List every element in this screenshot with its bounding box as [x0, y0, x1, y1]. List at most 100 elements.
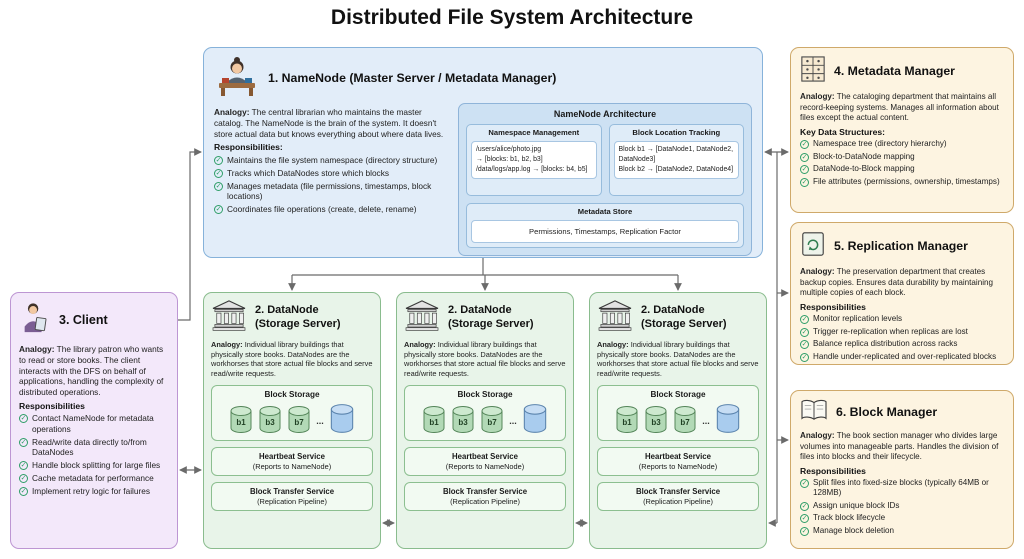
key-structure-item: ✓DataNode-to-Block mapping	[800, 164, 915, 175]
responsibility-item: ✓Maintains the file system namespace (di…	[214, 154, 438, 165]
datanode-title: 2. DataNode (Storage Server)	[255, 304, 341, 330]
block-cylinder-row: b1 b3 b7 ...	[601, 401, 755, 436]
responsibility-item: ✓Balance replica distribution across rac…	[800, 339, 958, 350]
check-icon: ✓	[800, 514, 809, 524]
block-transfer-panel: Block Transfer Service (Replication Pipe…	[597, 481, 759, 511]
responsibility-item: ✓Trigger re-replication when replicas ar…	[800, 326, 968, 337]
block-cylinder-row: b1 b3 b7 ...	[408, 401, 562, 436]
svg-text:b7: b7	[295, 418, 305, 427]
page-title: Distributed File System Architecture	[330, 6, 694, 29]
key-structure-item: ✓File attributes (permissions, ownership…	[800, 176, 1000, 187]
datanode-analogy: Analogy: Individual library buildings th…	[597, 340, 759, 378]
responsibility-item: ✓Tracks which DataNodes store which bloc…	[214, 167, 390, 178]
block-cylinder-blue	[330, 403, 353, 433]
block-manager-box: 6. Block Manager Analogy: The book secti…	[790, 390, 1014, 549]
block-storage-panel: Block Storage b1 b3 b7 ...	[211, 384, 373, 441]
check-icon: ✓	[19, 437, 28, 447]
metadata-manager-list: ✓Namespace tree (directory hierarchy) ✓B…	[800, 139, 1004, 187]
metadata-manager-list-label: Key Data Structures:	[800, 126, 886, 137]
namespace-management-panel: Namespace Management /users/alice/photo.…	[466, 124, 602, 196]
check-icon: ✓	[800, 526, 809, 536]
block-cylinder: b7	[674, 405, 696, 433]
check-icon: ✓	[214, 204, 223, 214]
client-analogy: Analogy: The library patron who wants to…	[19, 344, 164, 398]
open-book-icon	[800, 398, 828, 427]
block-cylinder: b7	[288, 405, 310, 433]
check-icon: ✓	[800, 479, 809, 489]
block-cylinder: b3	[259, 405, 281, 433]
responsibility-item: ✓Handle block splitting for large files	[19, 459, 161, 470]
check-icon: ✓	[19, 473, 28, 483]
namenode-responsibilities-label: Responsibilities:	[214, 142, 283, 153]
replication-manager-list: ✓Monitor replication levels ✓Trigger re-…	[800, 314, 1004, 362]
client-title: 3. Client	[59, 313, 108, 328]
svg-text:b3: b3	[459, 418, 469, 427]
client-responsibilities-list: ✓Contact NameNode for metadata operation…	[19, 413, 169, 496]
replication-manager-title: 5. Replication Manager	[834, 239, 968, 254]
responsibility-item: ✓Track block lifecycle	[800, 513, 886, 524]
check-icon: ✓	[19, 486, 28, 496]
client-box: 3. Client Analogy: The library patron wh…	[10, 292, 178, 549]
block-cylinder-blue	[716, 403, 739, 433]
responsibility-item: ✓Contact NameNode for metadata operation…	[19, 413, 154, 434]
datanode-box-2: 2. DataNode (Storage Server) Analogy: In…	[396, 292, 574, 549]
responsibility-item: ✓Manage block deletion	[800, 525, 894, 536]
namenode-title: 1. NameNode (Master Server / Metadata Ma…	[268, 71, 557, 86]
ellipsis-label: ...	[509, 415, 517, 426]
block-transfer-panel: Block Transfer Service (Replication Pipe…	[211, 481, 373, 511]
responsibility-item: ✓Handle under-replicated and over-replic…	[800, 351, 997, 362]
block-cylinder-row: b1 b3 b7 ...	[215, 401, 369, 436]
responsibility-item: ✓Cache metadata for performance	[19, 472, 154, 483]
check-icon: ✓	[800, 340, 809, 350]
check-icon: ✓	[800, 140, 809, 150]
key-structure-item: ✓Namespace tree (directory hierarchy)	[800, 139, 947, 150]
ellipsis-label: ...	[702, 415, 710, 426]
block-cylinder: b3	[452, 405, 474, 433]
responsibility-item: ✓Split files into fixed-size blocks (typ…	[800, 478, 989, 498]
replication-manager-box: 5. Replication Manager Analogy: The pres…	[790, 222, 1014, 365]
metadata-manager-title: 4. Metadata Manager	[834, 64, 955, 79]
replication-book-icon	[800, 230, 826, 263]
check-icon: ✓	[800, 315, 809, 325]
svg-text:b1: b1	[237, 418, 247, 427]
check-icon: ✓	[800, 152, 809, 162]
namenode-box: 1. NameNode (Master Server / Metadata Ma…	[203, 47, 763, 258]
connector-client-namenode	[178, 148, 202, 321]
namenode-architecture-panel: NameNode Architecture Namespace Manageme…	[458, 103, 752, 256]
library-building-icon	[211, 299, 247, 336]
datanode-box-3: 2. DataNode (Storage Server) Analogy: In…	[589, 292, 767, 549]
check-icon: ✓	[19, 414, 28, 424]
key-structure-item: ✓Block-to-DataNode mapping	[800, 151, 915, 162]
namenode-analogy: Analogy: The central librarian who maint…	[214, 107, 444, 139]
block-cylinder-blue	[523, 403, 546, 433]
datanode-analogy: Analogy: Individual library buildings th…	[404, 340, 566, 378]
block-manager-list: ✓Split files into fixed-size blocks (typ…	[800, 478, 1004, 536]
block-location-examples: Block b1 → [DataNode1, DataNode2, DataNo…	[613, 141, 739, 179]
replication-manager-list-label: Responsibilities	[800, 301, 866, 312]
block-manager-analogy: Analogy: The book section manager who di…	[800, 431, 999, 462]
metadata-manager-analogy: Analogy: The cataloging department that …	[800, 92, 999, 123]
library-building-icon	[597, 299, 633, 336]
block-cylinder: b1	[616, 405, 638, 433]
responsibility-item: ✓Assign unique block IDs	[800, 500, 900, 511]
datanode-box-1: 2. DataNode (Storage Server) Analogy: In…	[203, 292, 381, 549]
heartbeat-service-panel: Heartbeat Service (Reports to NameNode)	[597, 446, 759, 476]
metadata-manager-box: 4. Metadata Manager Analogy: The catalog…	[790, 47, 1014, 213]
library-building-icon	[404, 299, 440, 336]
card-catalog-icon	[800, 55, 826, 88]
block-cylinder: b3	[645, 405, 667, 433]
block-cylinder: b7	[481, 405, 503, 433]
check-icon: ✓	[214, 168, 223, 178]
responsibility-item: ✓Coordinates file operations (create, de…	[214, 203, 417, 214]
heartbeat-service-panel: Heartbeat Service (Reports to NameNode)	[211, 446, 373, 476]
client-responsibilities-label: Responsibilities	[19, 400, 85, 411]
responsibility-item: ✓Monitor replication levels	[800, 314, 903, 325]
block-transfer-panel: Block Transfer Service (Replication Pipe…	[404, 481, 566, 511]
datanode-title: 2. DataNode (Storage Server)	[448, 304, 534, 330]
block-manager-title: 6. Block Manager	[836, 405, 938, 420]
patron-icon	[19, 301, 51, 340]
block-storage-panel: Block Storage b1 b3 b7 ...	[404, 384, 566, 441]
responsibility-item: ✓Manages metadata (file permissions, tim…	[214, 180, 432, 201]
responsibility-item: ✓Implement retry logic for failures	[19, 485, 151, 496]
